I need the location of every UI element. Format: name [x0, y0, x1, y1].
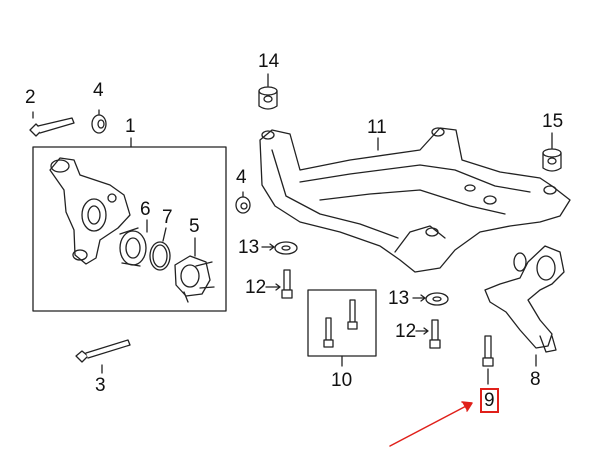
bushing-14-icon	[258, 73, 278, 110]
callout-13-upper: 13	[238, 237, 260, 258]
washer-13-lower-icon	[412, 292, 449, 306]
bushing-4-lower-icon	[235, 191, 251, 214]
callout-6: 6	[140, 199, 151, 220]
callout-1: 1	[125, 116, 136, 137]
callout-11: 11	[367, 117, 387, 138]
bushing-15-icon	[542, 132, 562, 172]
callout-8: 8	[530, 369, 541, 390]
bolt-set-10-icon	[323, 299, 358, 348]
snap-ring-7-icon	[149, 227, 171, 271]
callout-10: 10	[331, 370, 353, 391]
callout-4-upper: 4	[93, 80, 104, 101]
callout-7: 7	[162, 207, 173, 228]
kit-box-10	[307, 289, 377, 357]
callout-5: 5	[189, 216, 200, 237]
highlight-arrow-icon	[389, 401, 473, 447]
bolt-12-upper-icon	[265, 269, 293, 299]
callout-12-upper: 12	[245, 277, 267, 298]
callout-4-lower: 4	[236, 167, 247, 188]
bolt-9-icon	[482, 335, 494, 385]
callout-14: 14	[258, 51, 280, 72]
callout-13-lower: 13	[388, 288, 410, 309]
callout-2: 2	[25, 87, 36, 108]
washer-13-upper-icon	[261, 241, 298, 255]
bushing-4-upper-icon	[91, 109, 107, 134]
kit-box-1	[32, 146, 227, 312]
knuckle-icon	[49, 157, 131, 265]
wheel-hub-5-icon	[174, 237, 215, 303]
control-arm-8-icon	[484, 245, 565, 367]
bolt-2-icon	[29, 111, 75, 137]
callout-3: 3	[95, 375, 106, 396]
bolt-3-icon	[75, 339, 131, 374]
bolt-12-lower-icon	[415, 319, 441, 349]
callout-15: 15	[542, 111, 564, 132]
subframe-11-icon	[259, 127, 571, 273]
wheel-bearing-6-icon	[119, 219, 148, 267]
callout-12-lower: 12	[395, 321, 417, 342]
callout-9-highlighted: 9	[480, 388, 499, 413]
